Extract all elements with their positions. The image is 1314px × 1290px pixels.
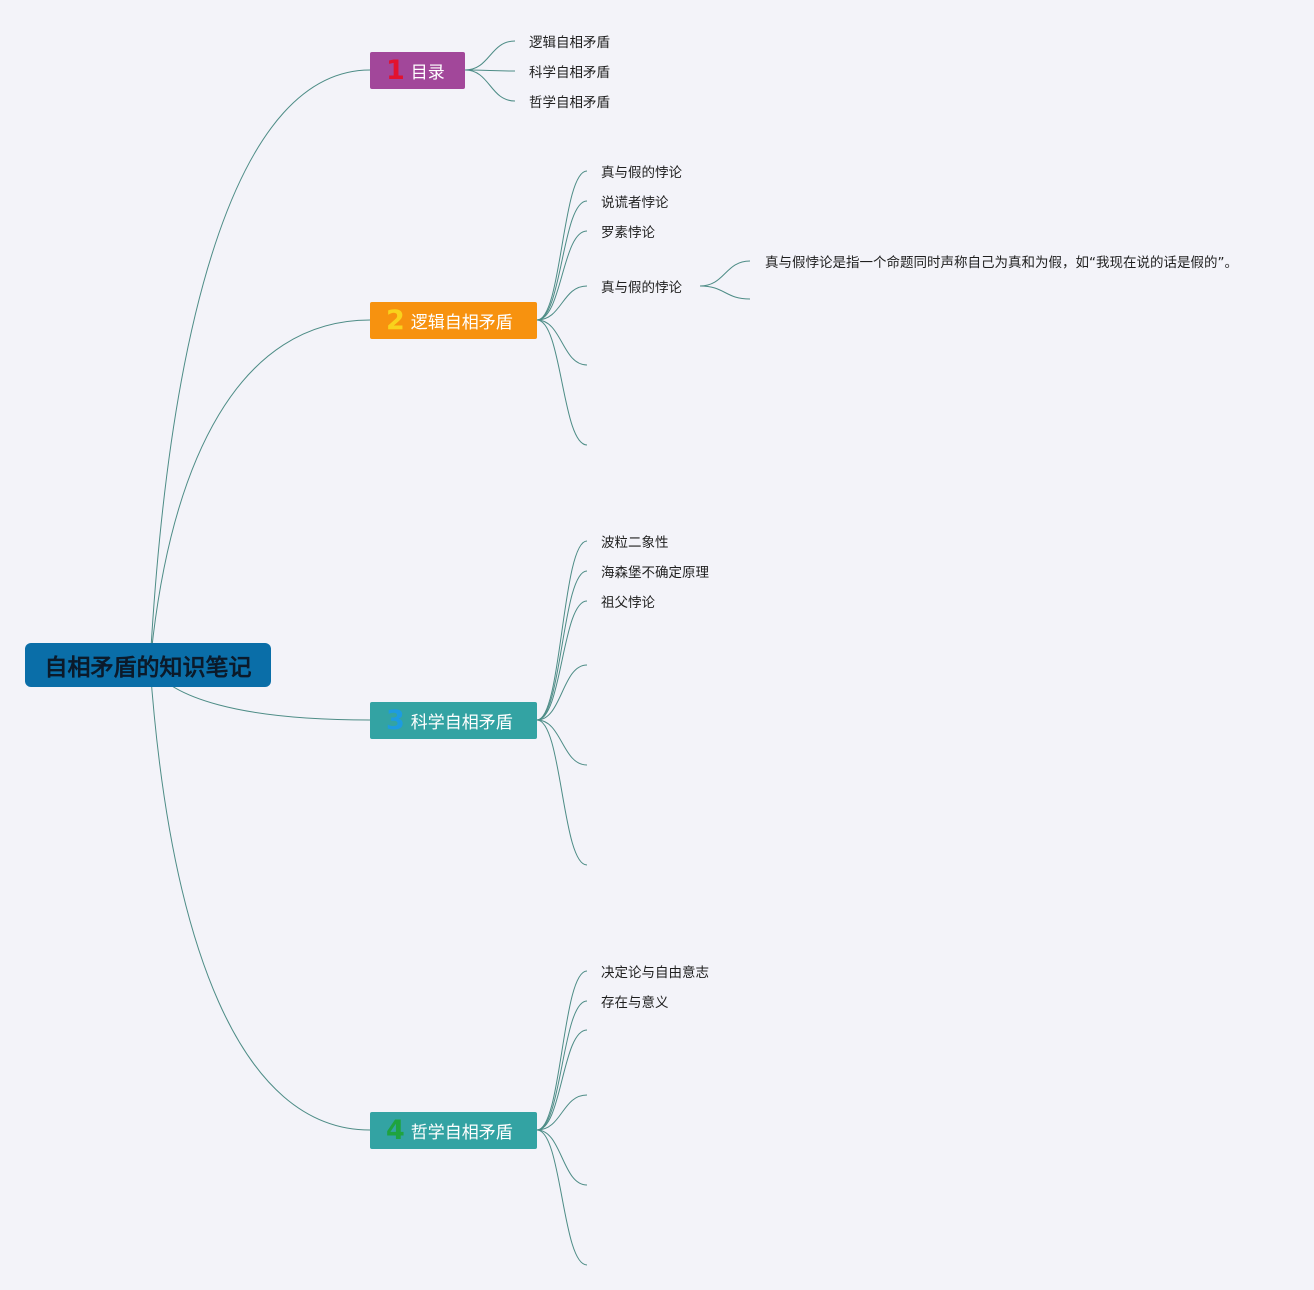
leaf-grandfather-paradox[interactable]: 祖父悖论 [601, 595, 655, 611]
leaf-toc-logic[interactable]: 逻辑自相矛盾 [529, 35, 610, 51]
leaf-determinism-free-will[interactable]: 决定论与自由意志 [601, 965, 709, 981]
edge-philosophy-2 [536, 1029, 588, 1131]
leaf-existence-meaning[interactable]: 存在与意义 [601, 995, 669, 1011]
edge-logic-3 [536, 285, 588, 321]
edge-science-2 [536, 600, 588, 721]
edge-toc-1 [464, 69, 516, 72]
edge-philosophy-0 [536, 970, 588, 1131]
leaf-toc-philosophy[interactable]: 哲学自相矛盾 [529, 95, 610, 111]
branch-logic[interactable]: 2 逻辑自相矛盾 [370, 302, 537, 339]
edge-root-logic [149, 319, 371, 666]
edge-logic-5 [536, 319, 588, 446]
leaf-wave-particle[interactable]: 波粒二象性 [601, 535, 669, 551]
leaf-liar-paradox[interactable]: 说谎者悖论 [601, 195, 669, 211]
branch-label-philosophy: 哲学自相矛盾 [410, 1123, 513, 1143]
edge-science-5 [536, 719, 588, 866]
branch-number-2: 2 [386, 305, 405, 336]
leaf-uncertainty-principle[interactable]: 海森堡不确定原理 [601, 565, 709, 581]
edge-philosophy-1 [536, 1000, 588, 1131]
edge-detail-bottom [699, 285, 751, 300]
leaf-toc-science[interactable]: 科学自相矛盾 [529, 65, 610, 81]
leaf-truth-false-paradox-2[interactable]: 真与假的悖论 [601, 280, 682, 296]
edge-science-1 [536, 570, 588, 721]
edge-logic-2 [536, 230, 588, 321]
edge-toc-0 [464, 40, 516, 71]
edge-science-3 [536, 664, 588, 721]
branch-science[interactable]: 3 科学自相矛盾 [370, 702, 537, 739]
branch-number-1: 1 [386, 55, 405, 86]
edge-root-toc [149, 69, 371, 666]
edge-philosophy-4 [536, 1129, 588, 1186]
edge-logic-4 [536, 319, 588, 366]
root-topic[interactable]: 自相矛盾的知识笔记 [25, 643, 271, 687]
edge-science-4 [536, 719, 588, 766]
branch-label-toc: 目录 [410, 63, 445, 83]
leaf-truth-false-paradox[interactable]: 真与假的悖论 [601, 165, 682, 181]
edge-logic-0 [536, 170, 588, 321]
edge-detail-top [699, 260, 751, 287]
branch-label-logic: 逻辑自相矛盾 [410, 313, 513, 333]
branch-number-4: 4 [386, 1115, 405, 1146]
edge-root-philosophy [149, 664, 371, 1131]
leaf-truth-false-detail[interactable]: 真与假悖论是指一个命题同时声称自己为真和为假，如“我现在说的话是假的”。 [765, 255, 1238, 271]
root-topic-label: 自相矛盾的知识笔记 [44, 655, 252, 681]
edge-philosophy-5 [536, 1129, 588, 1266]
leaf-russell-paradox[interactable]: 罗素悖论 [601, 225, 655, 241]
edge-logic-1 [536, 200, 588, 321]
branch-label-science: 科学自相矛盾 [410, 713, 513, 733]
edge-toc-2 [464, 69, 516, 102]
branch-philosophy[interactable]: 4 哲学自相矛盾 [370, 1112, 537, 1149]
branch-toc[interactable]: 1 目录 [370, 52, 465, 89]
branch-number-3: 3 [386, 705, 405, 736]
edge-philosophy-3 [536, 1094, 588, 1131]
edge-science-0 [536, 540, 588, 721]
